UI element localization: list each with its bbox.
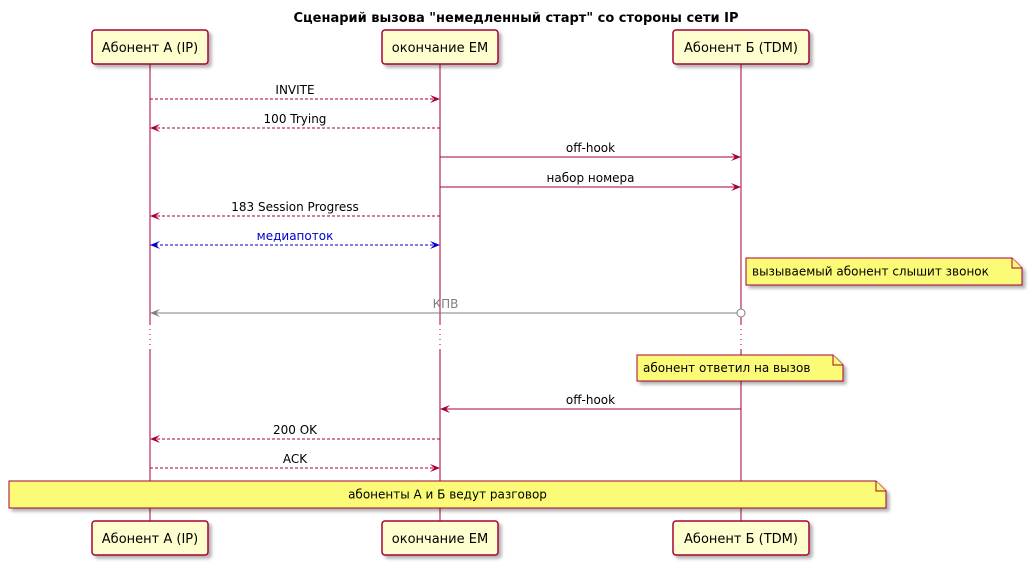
message-5: медиапоток (150, 229, 440, 249)
note-2: абоненты А и Б ведут разговор (8, 480, 887, 509)
message-9: ACK (150, 452, 440, 472)
message-arrowhead (150, 309, 160, 317)
message-6: КПВ (150, 297, 746, 318)
participant-a-top: Абонент А (IP) (91, 29, 209, 65)
note-fold (1011, 258, 1022, 269)
participant-label: окончание ЕМ (392, 41, 488, 56)
participant-a-bottom: Абонент А (IP) (91, 520, 209, 556)
lifelines (149, 64, 742, 521)
message-start-circle (736, 308, 746, 318)
participant-em-bottom: окончание ЕМ (381, 520, 499, 556)
participant-box (672, 520, 810, 556)
message-2: off-hook (440, 141, 741, 161)
participant-b-top: Абонент Б (TDM) (672, 29, 810, 65)
note-fold (832, 355, 843, 366)
participant-box (91, 29, 209, 65)
message-label: набор номера (547, 171, 635, 185)
note-label: абонент ответил на вызов (643, 361, 810, 375)
message-label: 183 Session Progress (231, 200, 359, 214)
message-label: off-hook (566, 141, 615, 155)
diagram-title: Сценарий вызова "немедленный старт" со с… (293, 11, 738, 26)
message-label: ACK (283, 452, 308, 466)
message-label: off-hook (566, 393, 615, 407)
message-0: INVITE (150, 83, 440, 103)
note-box (8, 480, 887, 509)
participant-label: Абонент А (IP) (102, 41, 198, 56)
participants-top: Абонент А (IP) окончание ЕМ Абонент Б (TDM… (91, 29, 810, 65)
message-7: off-hook (440, 393, 741, 413)
message-arrowhead-start (150, 241, 160, 249)
participant-box (381, 29, 499, 65)
participant-box (91, 520, 209, 556)
participant-label: Абонент Б (TDM) (684, 532, 798, 547)
participant-box (381, 520, 499, 556)
message-1: 100 Trying (150, 112, 440, 132)
message-8: 200 OK (150, 423, 440, 443)
note-box (745, 257, 1023, 286)
messages: INVITE 100 Trying off-hook набор номера 183 … (150, 83, 746, 472)
note-0: вызываемый абонент слышит звонок (745, 257, 1023, 286)
participant-box (672, 29, 810, 65)
message-label: КПВ (433, 297, 459, 311)
message-arrowhead (430, 241, 440, 249)
notes: вызываемый абонент слышит звонок абонент … (8, 257, 1023, 509)
message-arrowhead (430, 464, 440, 472)
note-label: абоненты А и Б ведут разговор (348, 488, 547, 502)
message-arrowhead (440, 405, 450, 413)
note-label: вызываемый абонент слышит звонок (752, 265, 989, 279)
note-box (636, 354, 844, 382)
participant-label: Абонент А (IP) (102, 532, 198, 547)
message-arrowhead (150, 212, 160, 220)
message-arrowhead (731, 183, 741, 191)
message-label: 100 Trying (264, 112, 327, 126)
message-4: 183 Session Progress (150, 200, 440, 220)
participants-bottom: Абонент А (IP) окончание ЕМ Абонент Б (TDM… (91, 520, 810, 556)
message-label: 200 OK (273, 423, 318, 437)
message-arrowhead (150, 124, 160, 132)
participant-label: Абонент Б (TDM) (684, 41, 798, 56)
message-arrowhead (430, 95, 440, 103)
participant-em-top: окончание ЕМ (381, 29, 499, 65)
message-arrowhead (150, 435, 160, 443)
message-3: набор номера (440, 171, 741, 191)
note-1: абонент ответил на вызов (636, 354, 844, 382)
message-label: INVITE (275, 83, 314, 97)
message-label: медиапоток (257, 229, 334, 243)
participant-b-bottom: Абонент Б (TDM) (672, 520, 810, 556)
note-fold (875, 481, 886, 492)
message-arrowhead (731, 153, 741, 161)
participant-label: окончание ЕМ (392, 532, 488, 547)
